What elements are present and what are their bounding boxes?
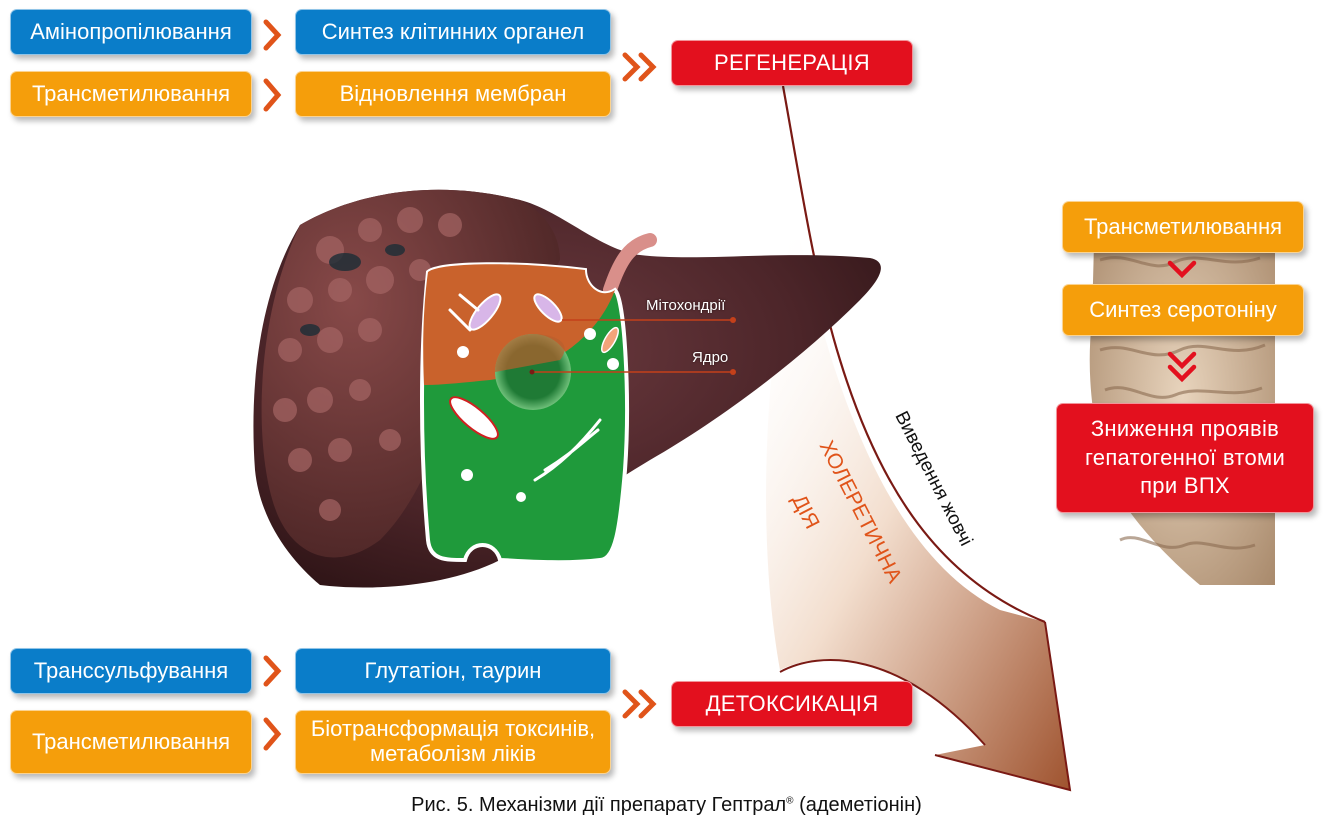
organelle-synthesis-box: Синтез клітинних органел	[295, 9, 611, 55]
membrane-restoration-box: Відновлення мембран	[295, 71, 611, 117]
regeneration-box: РЕГЕНЕРАЦІЯ	[671, 40, 913, 86]
biotransformation-label-line2: метаболізм ліків	[369, 741, 537, 766]
caption-text: Рис. 5. Механізми дії препарату Гептрал	[411, 794, 787, 816]
biotransformation-box: Біотрансформація токсинів, метаболізм лі…	[295, 710, 611, 774]
serotonin-synthesis-label: Синтез серотоніну	[1089, 296, 1277, 322]
double-chevron-icon	[622, 52, 657, 719]
detoxification-label: ДЕТОКСИКАЦІЯ	[705, 690, 879, 716]
organelle-synthesis-label: Синтез клітинних органел	[321, 18, 585, 44]
membrane-restoration-label: Відновлення мембран	[339, 80, 567, 106]
brain-transmethylation-label: Трансметилювання	[1083, 213, 1283, 239]
mitochondria-label: Мітохондрії	[646, 297, 726, 314]
registered-mark: ®	[786, 795, 794, 807]
transsulfuration-box: Транссульфування	[10, 648, 252, 694]
transmethylation-label-bottom: Трансметилювання	[31, 728, 231, 754]
fatigue-reduction-line3: при ВПХ	[1140, 473, 1230, 499]
glutathione-taurine-label: Глутатіон, таурин	[364, 657, 542, 683]
arrow-body	[766, 240, 1070, 790]
chevron-icon	[263, 19, 282, 751]
chevron-down-icon	[1167, 260, 1197, 383]
brain-transmethylation-box: Трансметилювання	[1062, 201, 1304, 253]
transmethylation-box-bottom: Трансметилювання	[10, 710, 252, 774]
arrow-outline	[779, 659, 986, 746]
cell-illustration	[420, 262, 736, 565]
detoxification-box: ДЕТОКСИКАЦІЯ	[671, 681, 913, 727]
fatigue-reduction-line2: гепатогенної втоми	[1084, 444, 1286, 470]
biotransformation-label-line1: Біотрансформація токсинів,	[310, 716, 596, 742]
regeneration-label: РЕГЕНЕРАЦІЯ	[714, 49, 870, 75]
aminopropylation-label: Амінопропілювання	[30, 18, 232, 44]
fatigue-reduction-box: Зниження проявів гепатогенної втоми при …	[1056, 403, 1314, 513]
transsulfuration-label: Транссульфування	[33, 657, 229, 683]
serotonin-synthesis-box: Синтез серотоніну	[1062, 284, 1304, 336]
bile-line	[781, 85, 1046, 624]
figure-caption: Рис. 5. Механізми дії препарату Гептрал®…	[0, 794, 1333, 817]
nucleus-label: Ядро	[692, 349, 729, 366]
transmethylation-box-top: Трансметилювання	[10, 71, 252, 117]
arrow-head-outline	[934, 621, 1072, 792]
glutathione-taurine-box: Глутатіон, таурин	[295, 648, 611, 694]
aminopropylation-box: Амінопропілювання	[10, 9, 252, 55]
brain-illustration	[1089, 205, 1275, 585]
fatigue-reduction-line1: Зниження проявів	[1090, 416, 1280, 442]
caption-suffix: (адеметіонін)	[793, 794, 922, 816]
transmethylation-label-top: Трансметилювання	[31, 80, 231, 106]
